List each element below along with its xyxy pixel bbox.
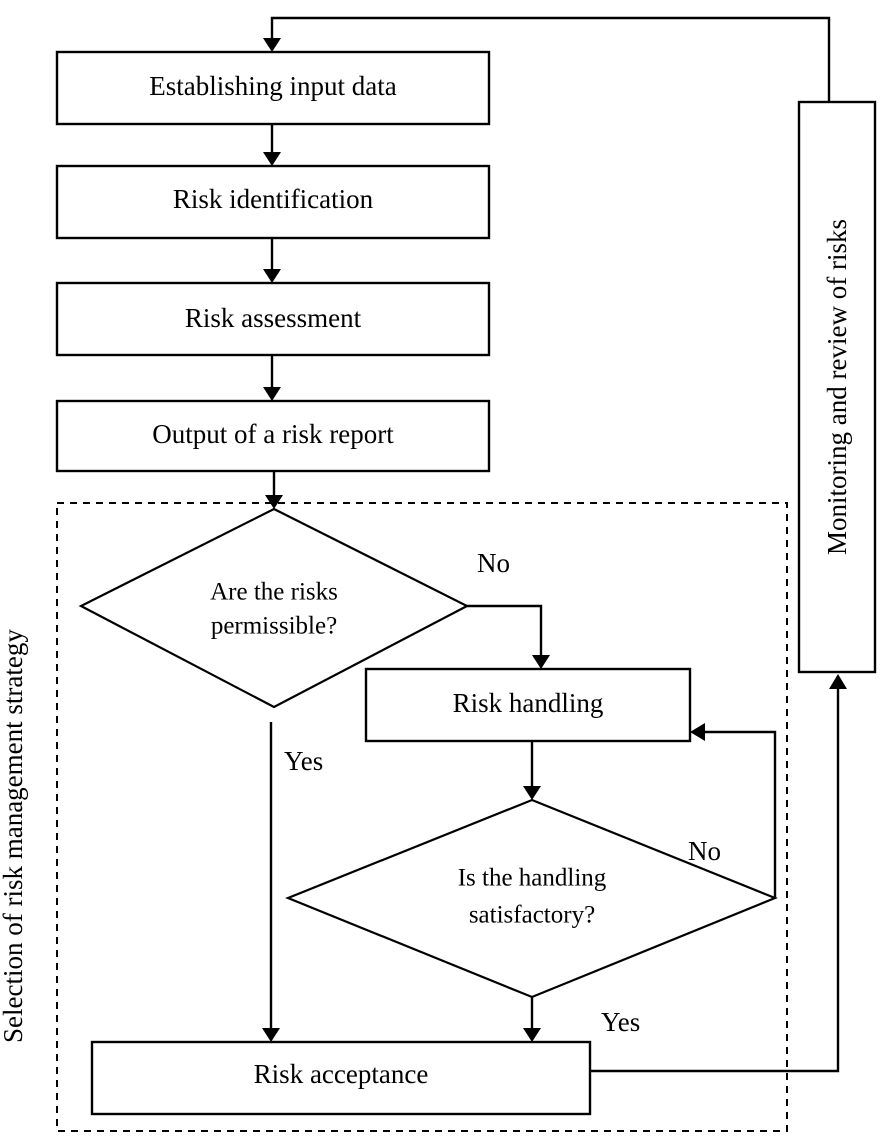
connector-identification-to-assessment [263,238,281,283]
connector-handling-to-decision [523,741,541,800]
strategy-group-label: Selection of risk management strategy [0,629,28,1043]
step-input-data-label: Establishing input data [149,71,396,101]
branch-label-satisfactory-yes: Yes [601,1007,640,1037]
branch-label-permissible-yes: Yes [284,746,323,776]
connector-satisfactory-no [690,723,777,898]
decision-handling-satisfactory-line1: Is the handling [458,865,607,892]
step-risk-report-label: Output of a risk report [152,419,394,449]
step-risk-report: Output of a risk report [55,399,491,473]
connector-feedback-to-input [263,16,831,102]
step-risk-acceptance-label: Risk acceptance [254,1059,429,1089]
step-input-data: Establishing input data [55,50,491,126]
step-risk-acceptance: Risk acceptance [90,1040,592,1116]
decision-risks-permissible-line2: permissible? [211,613,337,640]
strategy-group-frame [56,502,788,1132]
connector-permissible-no [467,604,550,669]
connector-report-to-decision [265,471,283,509]
step-risk-handling-label: Risk handling [453,688,604,718]
connector-acceptance-to-monitoring [590,674,847,1073]
decision-risks-permissible: Are the risks permissible? [78,507,470,709]
step-risk-assessment-label: Risk assessment [185,303,362,333]
step-risk-identification: Risk identification [55,164,491,240]
step-monitoring-review-label: Monitoring and review of risks [822,219,852,555]
step-risk-assessment: Risk assessment [55,281,491,357]
branch-label-permissible-no: No [477,548,510,578]
connector-assessment-to-report [263,355,281,401]
step-monitoring-review: Monitoring and review of risks [797,100,877,674]
step-risk-handling: Risk handling [364,667,692,743]
connector-permissible-yes [262,722,280,1042]
connector-input-to-identification [263,124,281,166]
connector-satisfactory-yes [523,997,541,1042]
decision-handling-satisfactory: Is the handling satisfactory? [285,798,778,999]
step-risk-identification-label: Risk identification [173,184,374,214]
decision-handling-satisfactory-line2: satisfactory? [469,902,595,929]
branch-label-satisfactory-no: No [688,836,721,866]
decision-risks-permissible-line1: Are the risks [210,579,338,606]
